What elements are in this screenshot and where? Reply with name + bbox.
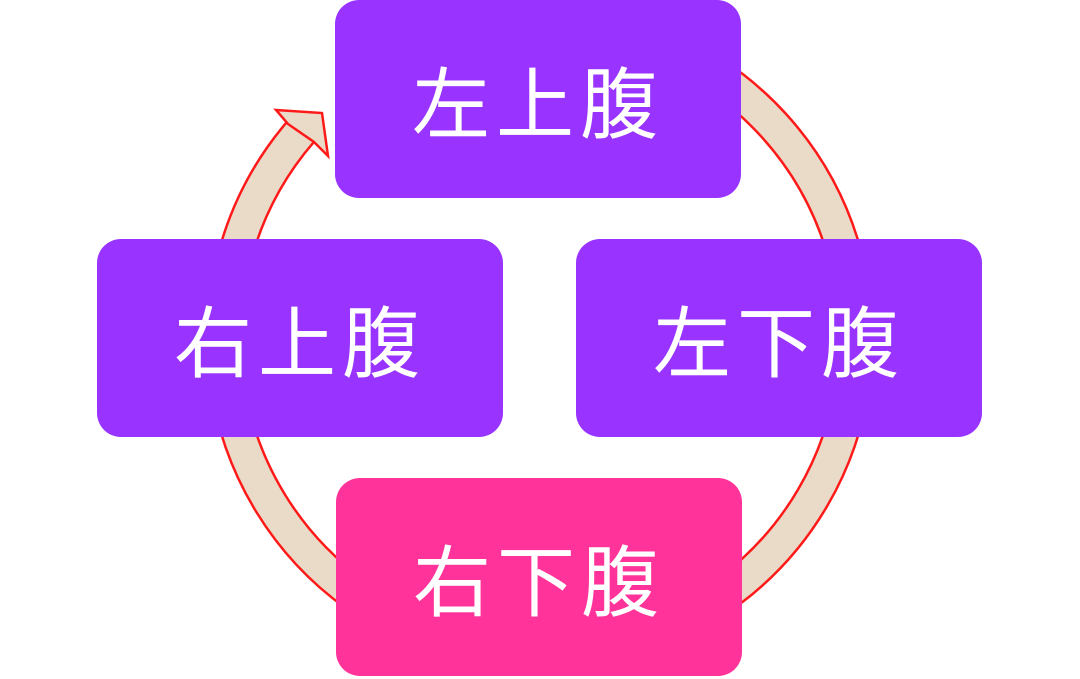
node-lower-right-abdomen: 右下腹 <box>336 478 742 676</box>
node-label: 左上腹 <box>411 61 664 151</box>
node-label: 左下腹 <box>652 300 905 390</box>
node-label: 右上腹 <box>173 300 426 390</box>
node-label: 右下腹 <box>412 539 665 629</box>
node-upper-right-abdomen: 右上腹 <box>97 239 503 437</box>
node-lower-left-abdomen: 左下腹 <box>576 239 982 437</box>
node-upper-left-abdomen: 左上腹 <box>335 0 741 198</box>
arrowhead-icon <box>273 108 330 160</box>
